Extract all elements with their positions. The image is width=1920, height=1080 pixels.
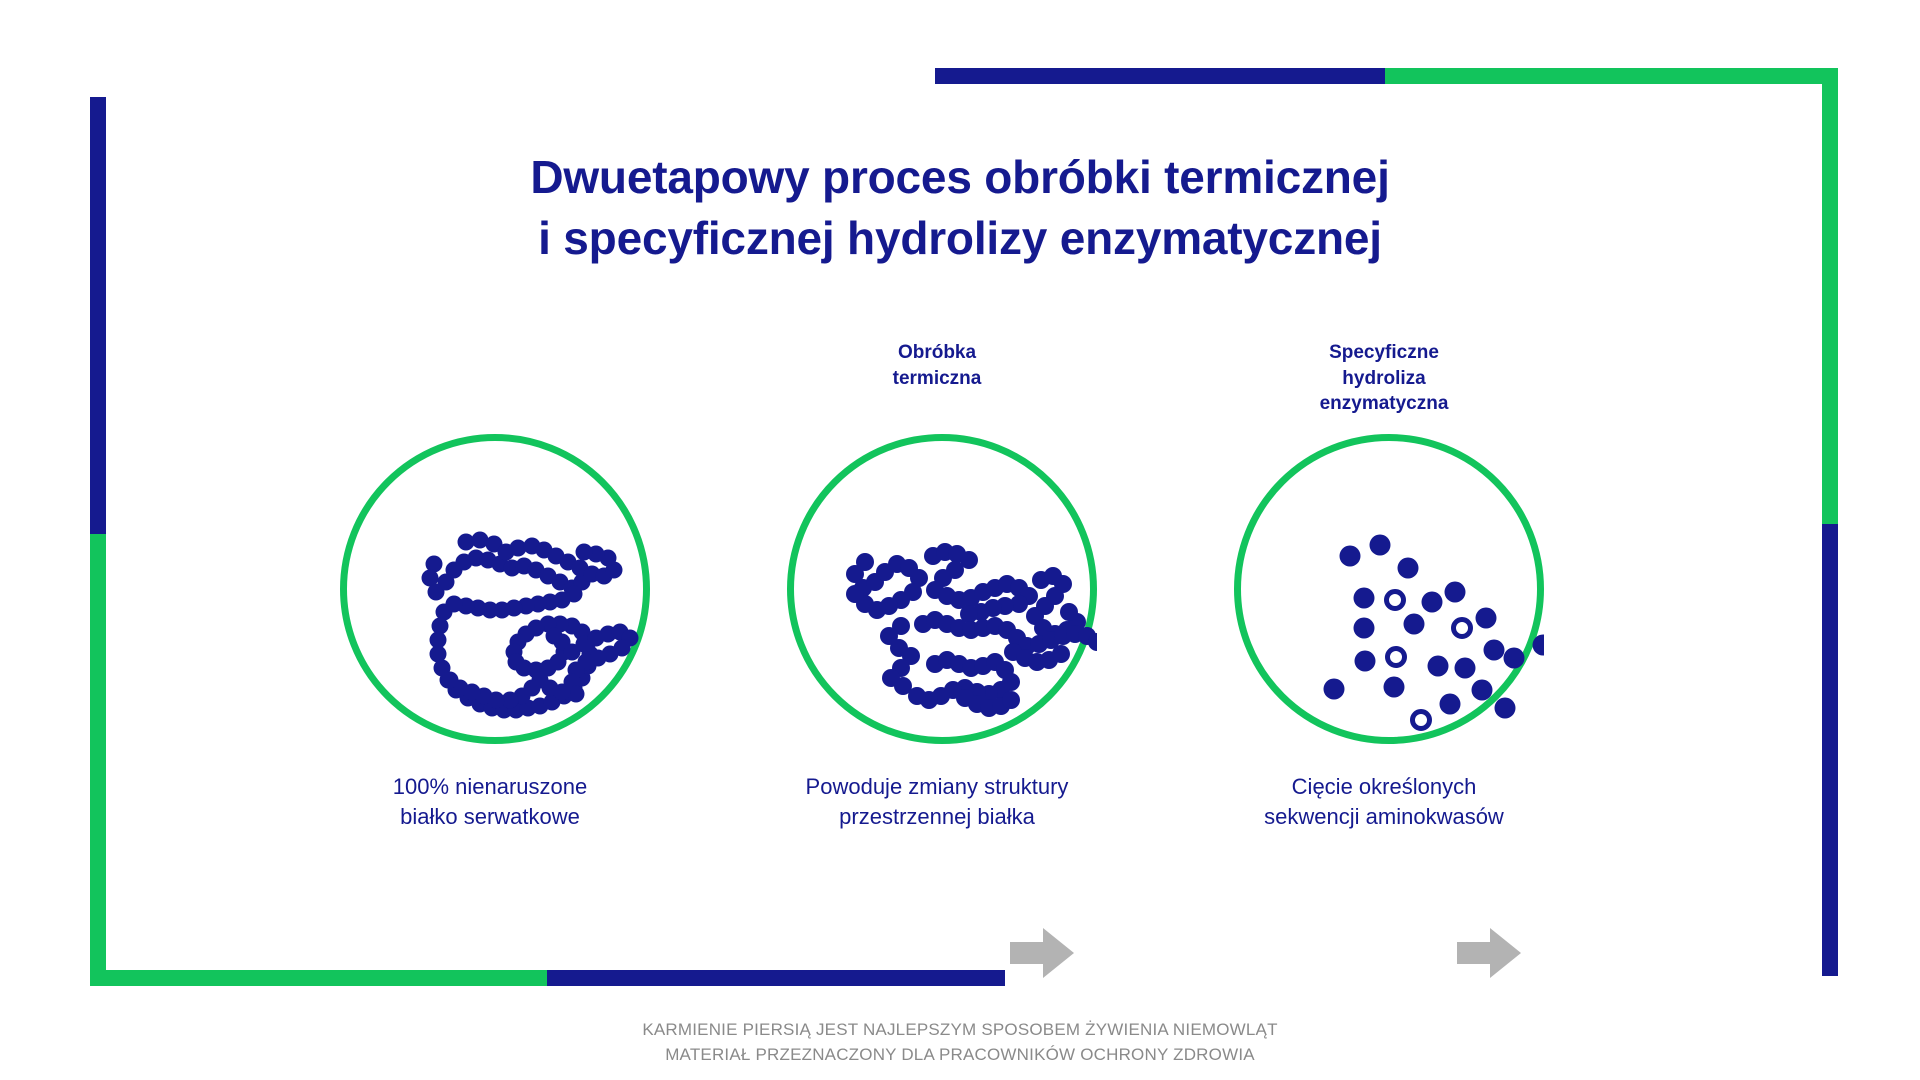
footer-line-2: MATERIAŁ PRZEZNACZONY DLA PRACOWNIKÓW OC… [665, 1044, 1255, 1064]
stage-1-illustration [340, 434, 650, 744]
frame-bar-right-navy [1822, 524, 1838, 976]
page-title-line-2: i specyficznej hydrolizy enzymatycznej [538, 211, 1382, 264]
stage-1-intact-protein: 100% nienaruszone białko serwatkowe [330, 340, 650, 860]
stage-1-caption: 100% nienaruszone białko serwatkowe [392, 774, 588, 830]
footer-line-1: KARMIENIE PIERSIĄ JEST NAJLEPSZYM SPOSOB… [642, 1020, 1278, 1039]
frame-bar-left-navy [90, 97, 106, 534]
stage-2-caption: Powoduje zmiany struktury przestrzennej … [805, 774, 1069, 830]
stage-3-step-label: Specyficzne hydroliza enzymatyczna [1319, 342, 1449, 415]
frame-bar-left-green [90, 534, 106, 986]
frame-bar-bottom-green [90, 970, 547, 986]
page-title-line-1: Dwuetapowy proces obróbki termicznej [530, 150, 1390, 203]
arrow-right-icon-1 [1010, 925, 1074, 981]
stage-3-illustration [1234, 434, 1544, 744]
frame-bar-top-green [1385, 68, 1838, 84]
process-stages: 100% nienaruszone białko serwatkowe Obró… [330, 340, 1590, 978]
frame-bar-top-navy [935, 68, 1385, 84]
stage-1-circle-ring [340, 434, 650, 744]
stage-3-caption: Cięcie określonych sekwencji aminokwasów [1264, 774, 1504, 830]
stage-3-enzymatic-hydrolysis: Specyficzne hydroliza enzymatyczna Cięci… [1224, 340, 1544, 860]
folded-protein-chain-icon [421, 531, 639, 719]
separated-amino-acids-icon [1323, 534, 1544, 731]
stage-3-circle-ring [1234, 434, 1544, 744]
arrow-right-icon-2 [1457, 925, 1521, 981]
unfolded-protein-chain-icon [846, 543, 1097, 717]
footer-disclaimer: KARMIENIE PIERSIĄ JEST NAJLEPSZYM SPOSOB… [0, 1018, 1920, 1067]
stage-2-thermal-treatment: Obróbka termiczna Powoduje zmiany strukt… [777, 340, 1097, 860]
page-title: Dwuetapowy proces obróbki termicznej i s… [0, 147, 1920, 268]
frame-bar-right-green [1822, 68, 1838, 524]
frame-bar-bottom-navy [547, 970, 1005, 986]
stage-2-circle-ring [787, 434, 1097, 744]
stage-2-step-label: Obróbka termiczna [892, 342, 982, 389]
stage-2-illustration [787, 434, 1097, 744]
